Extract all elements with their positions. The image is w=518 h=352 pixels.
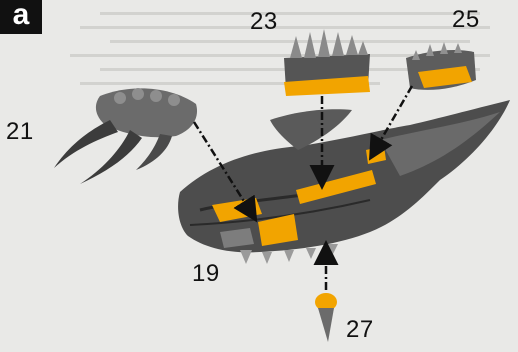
- callout-19: 19: [192, 260, 220, 288]
- bone-part-23: [284, 29, 370, 96]
- bone-part-25: [406, 42, 476, 90]
- callout-21: 21: [6, 118, 34, 146]
- skull-main: [178, 100, 510, 264]
- callout-25: 25: [452, 6, 480, 34]
- bone-part-21: [54, 88, 197, 184]
- callout-27: 27: [346, 316, 374, 344]
- callout-23: 23: [250, 8, 278, 36]
- bone-part-27: [315, 293, 337, 342]
- panel-letter: a: [0, 0, 42, 34]
